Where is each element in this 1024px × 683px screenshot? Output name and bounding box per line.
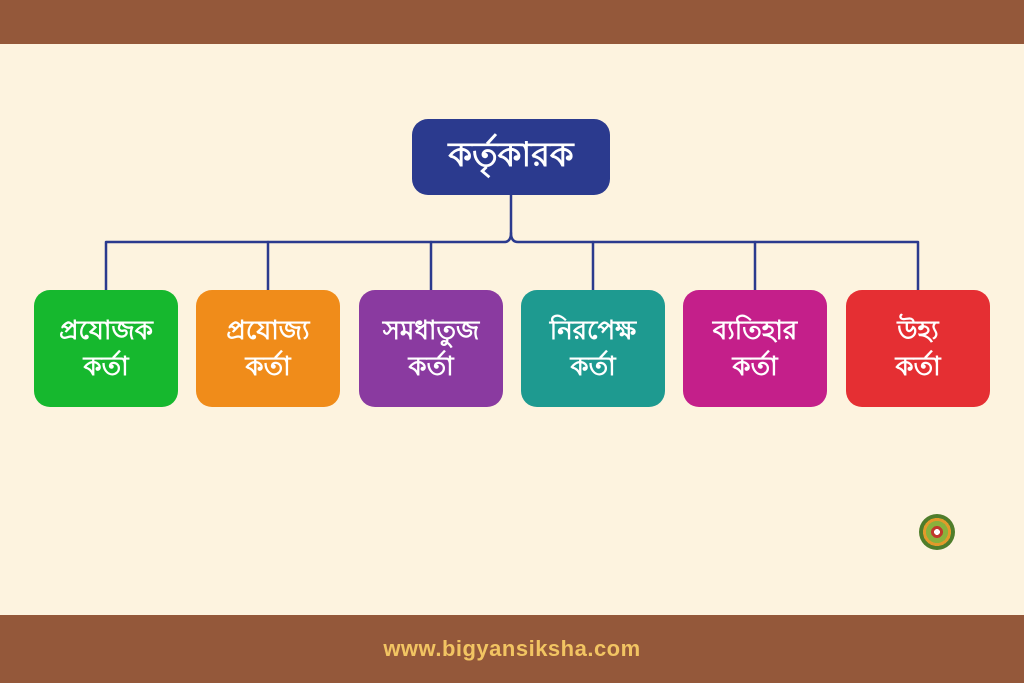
child-node-2: প্রযোজ্য কর্তা	[196, 290, 340, 407]
child-node-label-line1: সমধাতুজ	[382, 315, 480, 346]
child-node-label-line1: প্রযোজক	[59, 315, 153, 346]
child-node-label-line2: কর্তা	[732, 351, 778, 382]
child-node-label-line2: কর্তা	[245, 351, 291, 382]
connector-bus	[104, 231, 513, 292]
child-node-label-line1: উহ্য	[897, 315, 939, 346]
child-node-5: ব্যতিহার কর্তা	[683, 290, 827, 407]
child-node-label-line2: কর্তা	[408, 351, 454, 382]
child-node-label-line1: ব্যতিহার	[712, 315, 798, 346]
watermark-logo-icon	[919, 514, 955, 550]
bottom-band: www.bigyansiksha.com	[0, 615, 1024, 683]
child-node-4: নিরপেক্ষ কর্তা	[521, 290, 665, 407]
child-node-label-line1: প্রযোজ্য	[226, 315, 310, 346]
footer-website-url: www.bigyansiksha.com	[383, 636, 641, 661]
root-node-label: কর্তৃকারক	[448, 134, 574, 175]
child-node-3: সমধাতুজ কর্তা	[359, 290, 503, 407]
child-node-label-line1: নিরপেক্ষ	[549, 315, 637, 346]
child-node-6: উহ্য কর্তা	[846, 290, 990, 407]
connector-trunk	[509, 193, 920, 292]
child-node-1: প্রযোজক কর্তা	[34, 290, 178, 407]
child-node-label-line2: কর্তা	[895, 351, 941, 382]
child-node-label-line2: কর্তা	[570, 351, 616, 382]
root-node: কর্তৃকারক	[412, 119, 610, 195]
top-band	[0, 0, 1024, 44]
child-node-label-line2: কর্তা	[83, 351, 129, 382]
